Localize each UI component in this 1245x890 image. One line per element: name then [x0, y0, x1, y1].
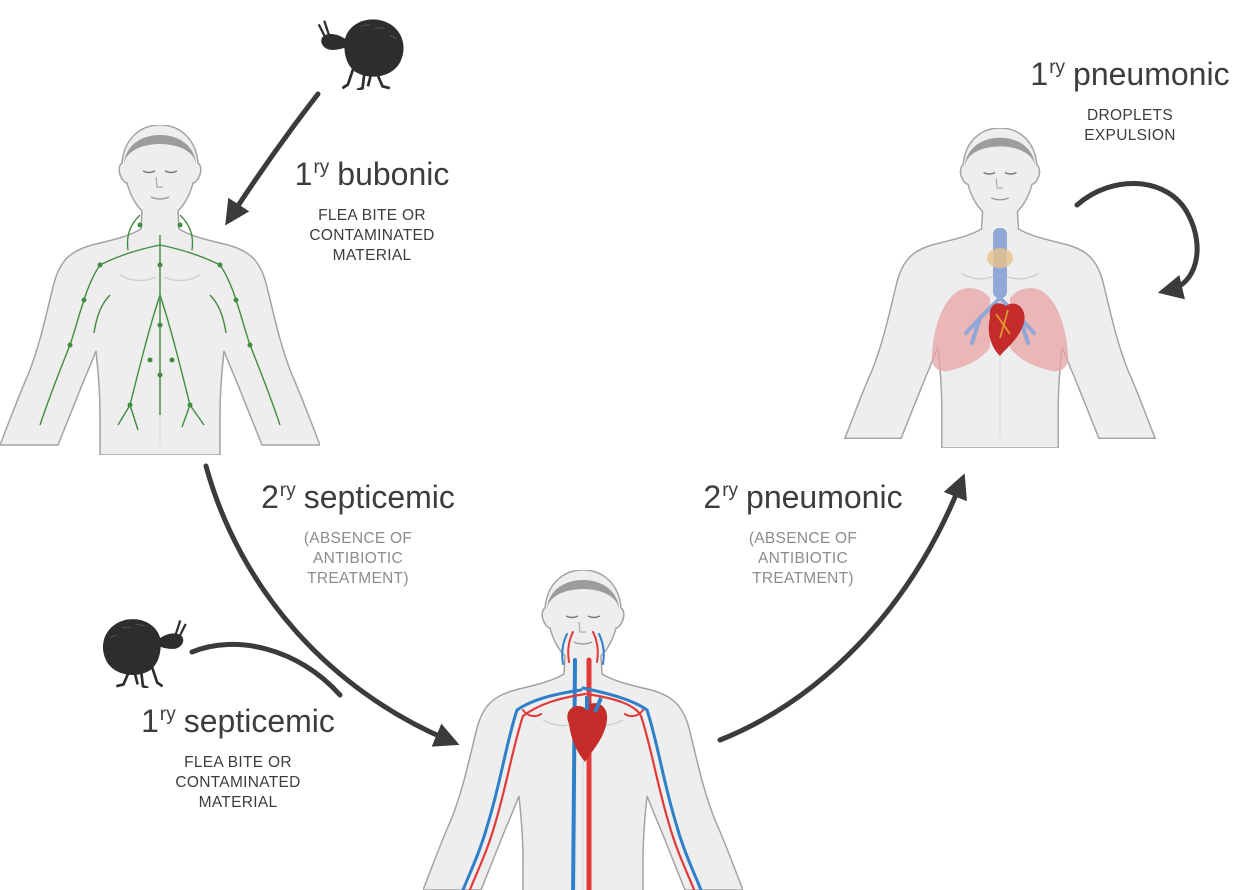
flea-icon	[319, 19, 404, 90]
note-line: ANTIBIOTIC	[688, 549, 918, 569]
note-line: MATERIAL	[272, 246, 472, 266]
note-line: MATERIAL	[118, 793, 358, 813]
label-title-base: 1	[1030, 56, 1048, 92]
note-line: FLEA BITE OR	[118, 753, 358, 773]
label-title-sup: ry	[160, 704, 176, 725]
label-title-base: 1	[295, 156, 313, 192]
label-title-rest: septicemic	[304, 479, 455, 515]
label-title-sup: ry	[1049, 57, 1065, 78]
label-title: 1ry bubonic	[272, 150, 472, 192]
note-line: ANTIBIOTIC	[243, 549, 473, 569]
note-line: (ABSENCE OF	[243, 529, 473, 549]
septicemic-figure	[423, 570, 743, 890]
label-note: (ABSENCE OF ANTIBIOTIC TREATMENT)	[688, 529, 918, 589]
label-title-rest: pneumonic	[746, 479, 903, 515]
label-primary-septicemic: 1ry septicemic FLEA BITE OR CONTAMINATED …	[118, 697, 358, 813]
label-secondary-septicemic: 2ry septicemic (ABSENCE OF ANTIBIOTIC TRE…	[243, 473, 473, 589]
label-title: 1ry septicemic	[118, 697, 358, 739]
note-line: FLEA BITE OR	[272, 206, 472, 226]
label-note: DROPLETS EXPULSION	[1025, 106, 1235, 146]
note-line: TREATMENT)	[243, 569, 473, 589]
note-line: CONTAMINATED	[118, 773, 358, 793]
label-title-rest: bubonic	[337, 156, 449, 192]
label-title: 1ry pneumonic	[1025, 50, 1235, 92]
label-secondary-pneumonic: 2ry pneumonic (ABSENCE OF ANTIBIOTIC TREA…	[688, 473, 918, 589]
note-line: DROPLETS	[1025, 106, 1235, 126]
flea-icon	[103, 619, 186, 688]
note-line: (ABSENCE OF	[688, 529, 918, 549]
label-title-sup: ry	[722, 480, 738, 501]
label-title-sup: ry	[280, 480, 296, 501]
label-primary-bubonic: 1ry bubonic FLEA BITE OR CONTAMINATED MAT…	[272, 150, 472, 266]
pneumonic-figure	[845, 128, 1155, 448]
note-line: TREATMENT)	[688, 569, 918, 589]
label-title-base: 2	[261, 479, 279, 515]
note-line: EXPULSION	[1025, 126, 1235, 146]
label-title-rest: septicemic	[184, 703, 335, 739]
label-title-base: 2	[703, 479, 721, 515]
label-title-rest: pneumonic	[1073, 56, 1230, 92]
label-title: 2ry pneumonic	[688, 473, 918, 515]
label-note: FLEA BITE OR CONTAMINATED MATERIAL	[118, 753, 358, 813]
label-title-base: 1	[141, 703, 159, 739]
note-line: CONTAMINATED	[272, 226, 472, 246]
label-title-sup: ry	[313, 157, 329, 178]
label-note: FLEA BITE OR CONTAMINATED MATERIAL	[272, 206, 472, 266]
label-note: (ABSENCE OF ANTIBIOTIC TREATMENT)	[243, 529, 473, 589]
label-primary-pneumonic: 1ry pneumonic DROPLETS EXPULSION	[1025, 50, 1235, 146]
label-title: 2ry septicemic	[243, 473, 473, 515]
